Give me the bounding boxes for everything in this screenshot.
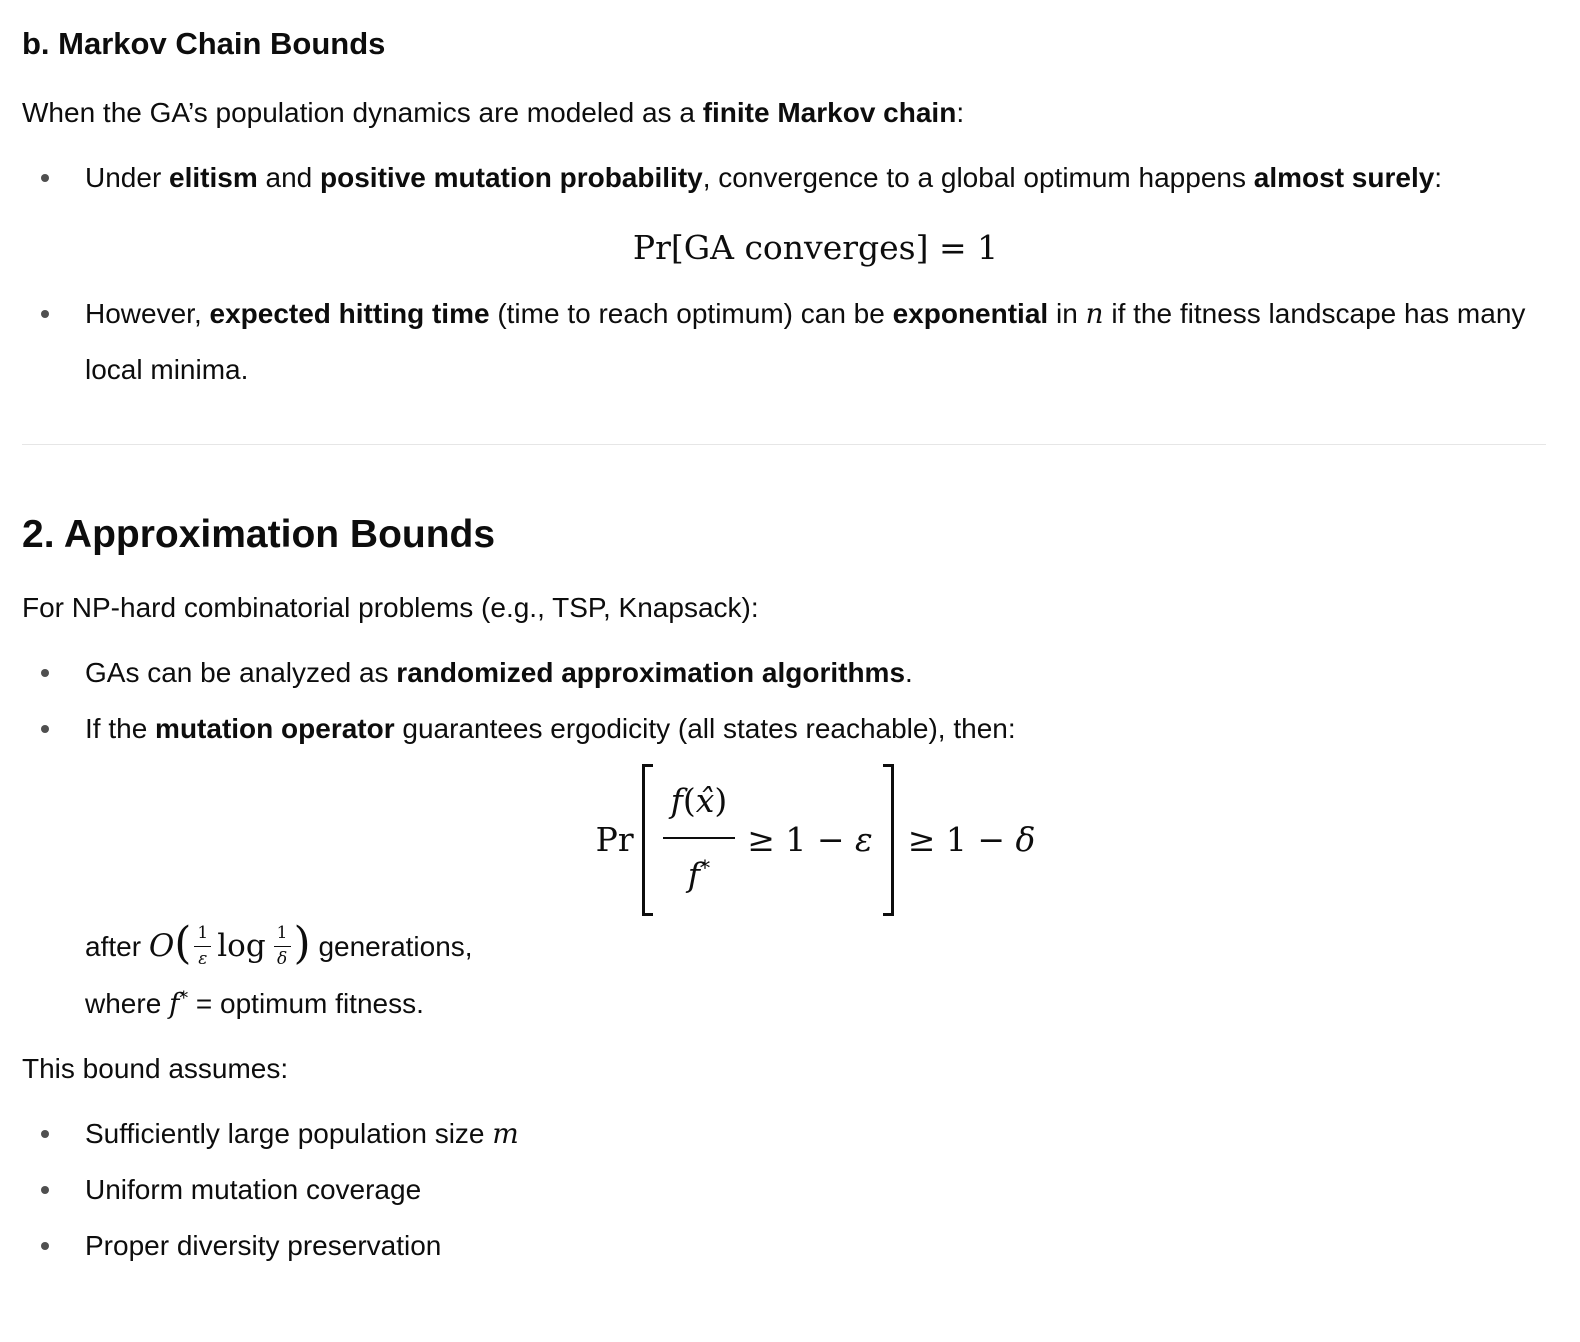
list-item-ergodicity: If the mutation operator guarantees ergo… [41, 701, 1546, 757]
close-paren: ) [714, 780, 728, 820]
numerator: 1 [273, 923, 291, 947]
text-run: When the GA’s population dynamics are mo… [22, 97, 703, 129]
text-run: However, [85, 297, 210, 329]
section-divider [22, 443, 1546, 445]
markov-intro-paragraph: When the GA’s population dynamics are mo… [22, 90, 1546, 135]
list-item-elitism-convergence: Under elitism and positive mutation prob… [41, 150, 1546, 206]
math-italic-run: m [492, 1116, 519, 1150]
text-run: If the [85, 712, 156, 744]
assumes-paragraph: This bound assumes: [22, 1053, 289, 1085]
list-item-randomized-approximation: GAs can be analyzed as randomized approx… [41, 645, 1546, 701]
assumptions-list: Sufficiently large population size m Uni… [22, 1106, 1546, 1274]
list-item-hitting-time: However, expected hitting time (time to … [41, 286, 1546, 398]
heading-approximation-bounds: 2. Approximation Bounds [22, 512, 496, 556]
text-run: Sufficiently large population size [85, 1117, 493, 1149]
f-symbol: f [169, 987, 180, 1021]
geq-one-minus: ≥ 1 − [747, 819, 855, 859]
generations-prefix: after [85, 930, 149, 962]
text-run: : [956, 97, 965, 129]
text-run: : [1434, 161, 1443, 193]
list-item-text: Under elitism and positive mutation prob… [85, 162, 1442, 193]
bold-text-run: finite Markov chain [702, 97, 957, 129]
list-item-text: However, expected hitting time (time to … [85, 296, 1534, 385]
list-item-mutation-coverage: Uniform mutation coverage [41, 1162, 1546, 1218]
list-item-population-size: Sufficiently large population size m [41, 1106, 1546, 1162]
star-superscript: * [699, 855, 711, 880]
denominator: δ [276, 948, 288, 969]
approximation-intro-paragraph: For NP-hard combinatorial problems (e.g.… [22, 592, 759, 624]
bullet-marker [41, 309, 49, 318]
left-bracket [641, 763, 653, 916]
markdown-document: b. Markov Chain Bounds When the GA’s pop… [22, 26, 1546, 1274]
bullet-marker [41, 173, 49, 182]
star-superscript: * [179, 988, 189, 1009]
list-item-text: Uniform mutation coverage [85, 1173, 422, 1205]
bold-text-run: expected hitting time [209, 297, 490, 329]
text-run: and [257, 161, 321, 193]
x-hat-symbol: x̂ [695, 780, 715, 820]
close-paren: ) [293, 918, 311, 970]
delta-bound: ≥ 1 − δ [908, 812, 1036, 868]
list-item-text: Proper diversity preservation [85, 1229, 442, 1261]
bullet-marker [41, 724, 49, 733]
bold-text-run: positive mutation probability [320, 161, 703, 193]
epsilon-symbol: ε [854, 819, 873, 859]
text-run: guarantees ergodicity (all states reacha… [394, 712, 1016, 744]
numerator: 1 [194, 923, 212, 947]
bullet-marker [41, 1129, 49, 1138]
list-item-text: Sufficiently large population size m [85, 1116, 519, 1150]
open-paren: ( [682, 780, 696, 820]
text-run: GAs can be analyzed as [85, 656, 397, 688]
generations-suffix: generations, [310, 930, 473, 962]
f-symbol: f [687, 854, 700, 894]
approximation-list: GAs can be analyzed as randomized approx… [22, 645, 1546, 1037]
geq-one-minus: ≥ 1 − [907, 819, 1016, 859]
formula-row: Pr f(x̂) f* ≥ 1 − ε ≥ 1 − δ [595, 763, 1036, 916]
bold-text-run: exponential [892, 297, 1049, 329]
markov-list: Under elitism and positive mutation prob… [22, 150, 1546, 398]
optimum-fitness-line: where f* = optimum fitness. [85, 976, 1546, 1036]
bold-text-run: almost surely [1253, 161, 1435, 193]
denominator: ε [198, 948, 208, 969]
bullet-marker [41, 1241, 49, 1250]
bullet-marker [41, 668, 49, 677]
approximation-formula: Pr f(x̂) f* ≥ 1 − ε ≥ 1 − δ [85, 763, 1546, 916]
convergence-formula: Pr[GA converges] = 1 [85, 220, 1546, 276]
convergence-formula-block: Pr[GA converges] = 1 [85, 220, 1546, 276]
formula-text: Pr[GA converges] = 1 [632, 227, 999, 267]
bold-text-run: randomized approximation algorithms [396, 656, 906, 688]
where-suffix: = optimum fitness. [188, 988, 424, 1020]
approximation-formula-block: Pr f(x̂) f* ≥ 1 − ε ≥ 1 − δ [85, 763, 1546, 916]
delta-symbol: δ [1015, 819, 1036, 859]
pr-operator: Pr [595, 819, 634, 859]
text-run: in [1048, 297, 1086, 329]
fitness-ratio-fraction: f(x̂) f* [662, 771, 736, 909]
list-item-text: GAs can be analyzed as randomized approx… [85, 657, 913, 688]
heading-markov-chain-bounds: b. Markov Chain Bounds [22, 26, 386, 61]
math-italic-run: n [1085, 296, 1104, 330]
text-run: (time to reach optimum) can be [489, 297, 893, 329]
f-symbol: f [670, 780, 683, 820]
log-operator: log [217, 928, 266, 965]
bullet-marker [41, 1185, 49, 1194]
open-paren: ( [174, 918, 192, 970]
where-prefix: where [85, 988, 170, 1020]
right-bracket [882, 763, 894, 916]
epsilon-bound: ≥ 1 − ε [747, 812, 872, 868]
text-run: Under [85, 161, 170, 193]
numerator: f(x̂) [662, 771, 736, 839]
list-item-text: If the mutation operator guarantees ergo… [85, 713, 1016, 744]
bold-text-run: mutation operator [155, 712, 395, 744]
list-item-diversity-preservation: Proper diversity preservation [41, 1218, 1546, 1274]
text-run: if the fitness landscape has many local … [85, 297, 1534, 385]
bold-text-run: elitism [169, 161, 258, 193]
text-run: . [905, 656, 913, 688]
big-o-symbol: O [148, 928, 175, 965]
text-run: , convergence to a global optimum happen… [702, 161, 1254, 193]
denominator: f* [663, 839, 736, 909]
